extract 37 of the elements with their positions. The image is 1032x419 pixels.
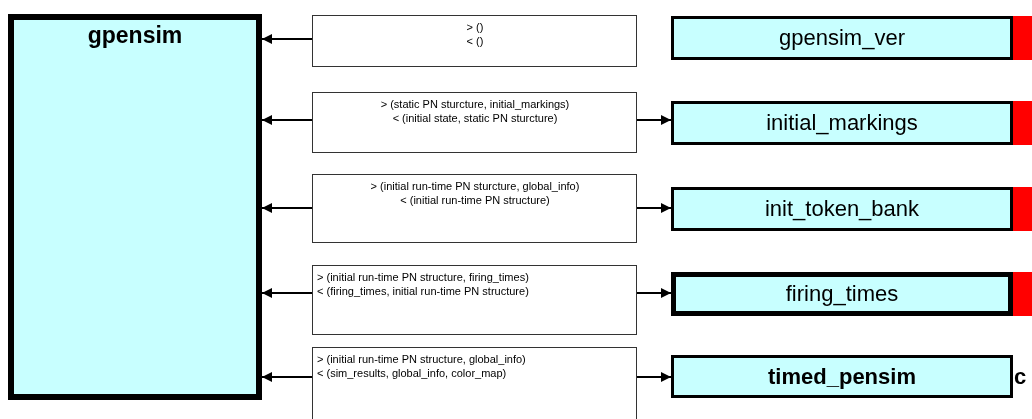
parameter-text: > () <box>466 20 484 34</box>
cut-off-text: c <box>1014 364 1027 390</box>
parameter-text: < (sim_results, global_info, color_map) <box>317 366 507 380</box>
parameter-text: < (initial state, static PN sturcture) <box>392 111 558 125</box>
arrow <box>261 203 313 213</box>
arrow <box>636 372 672 382</box>
interface-box <box>312 15 637 67</box>
parameter-text: < () <box>466 34 484 48</box>
arrow <box>261 115 313 125</box>
arrow <box>636 288 672 298</box>
function-name: initial_markings <box>766 110 918 136</box>
interface-box <box>312 92 637 153</box>
function-box <box>671 355 1013 398</box>
parameter-text: < (initial run-time PN structure) <box>400 193 550 207</box>
arrow <box>261 34 313 44</box>
arrow <box>636 203 672 213</box>
arrow <box>636 115 672 125</box>
arrow <box>261 372 313 382</box>
interface-box <box>312 347 637 419</box>
module-box <box>8 14 262 400</box>
arrow <box>261 288 313 298</box>
interface-box <box>312 265 637 335</box>
function-name: timed_pensim <box>768 363 916 390</box>
parameter-text: > (initial run-time PN structure, global_info) <box>317 352 526 366</box>
interface-box <box>312 174 637 243</box>
function-name: firing_times <box>785 281 899 307</box>
parameter-text: > (static PN sturcture, initial_markings) <box>380 97 570 111</box>
function-box <box>671 101 1013 145</box>
function-name: init_token_bank <box>764 196 920 222</box>
function-box <box>671 16 1013 60</box>
module-title: gpensim <box>87 22 183 49</box>
parameter-text: > (initial run-time PN sturcture, global_info) <box>370 179 580 193</box>
function-box <box>671 272 1013 316</box>
function-name: gpensim_ver <box>779 25 905 51</box>
function-box <box>671 187 1013 231</box>
parameter-text: > (initial run-time PN structure, firing_times) <box>317 270 529 284</box>
parameter-text: < (firing_times, initial run-time PN structure) <box>317 284 529 298</box>
